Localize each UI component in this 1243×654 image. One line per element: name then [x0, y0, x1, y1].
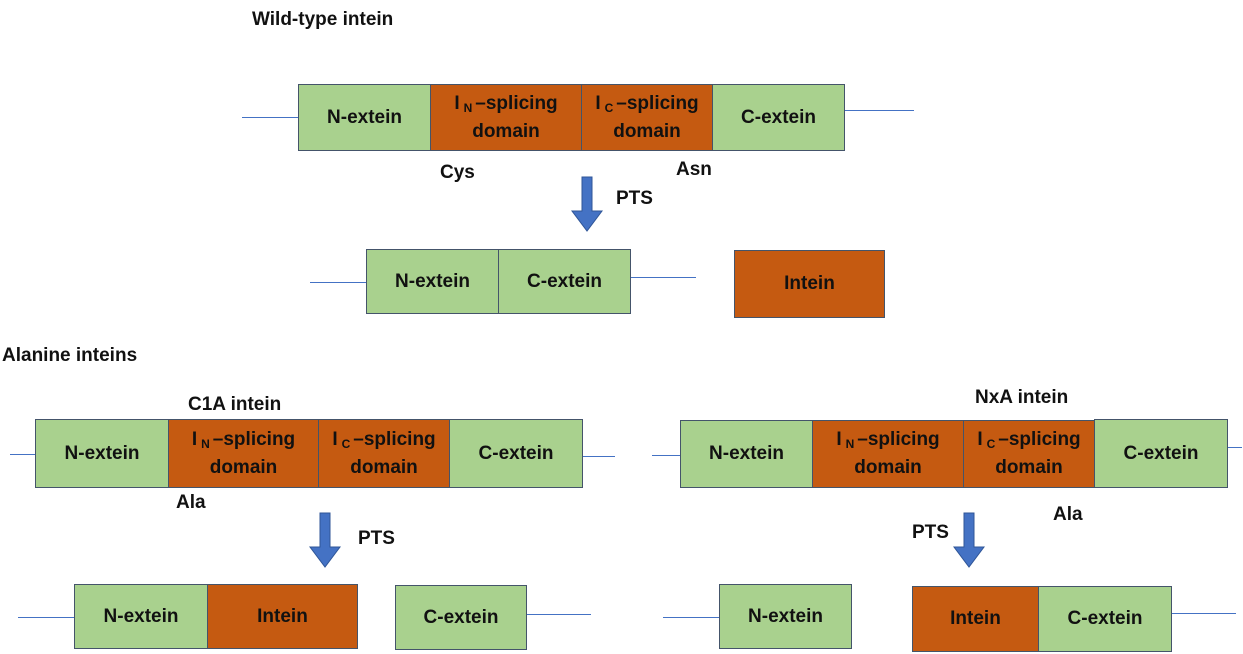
nxa-c-extein-label: C-extein: [1123, 442, 1199, 464]
wt-left-line: [242, 117, 299, 118]
c1a-in-domain: domain: [209, 456, 278, 478]
nxa-in-i: I: [836, 429, 842, 451]
wt-ic-domain: domain: [613, 120, 681, 142]
nxa-product-n-extein-label: N-extein: [748, 605, 823, 627]
nxa-ic-i: I: [977, 429, 983, 451]
wt-c-extein-label: C-extein: [741, 106, 816, 128]
c1a-in-splicing: –splicing: [212, 428, 296, 450]
c1a-product-intein-label: Intein: [257, 605, 308, 627]
nxa-product-intein: Intein: [912, 586, 1039, 652]
nxa-ic-sub: C: [986, 437, 996, 452]
wildtype-title: Wild-type intein: [252, 9, 394, 30]
nxa-title: NxA intein: [975, 387, 1069, 408]
wt-c-extein: C-extein: [712, 84, 845, 151]
c1a-ic-i: I: [332, 428, 338, 450]
wt-product-n-extein: N-extein: [366, 249, 499, 314]
nxa-product-left-line: [663, 617, 720, 618]
c1a-c-extein-label: C-extein: [478, 442, 554, 464]
alanine-title: Alanine inteins: [2, 345, 138, 366]
nxa-product-c-extein: C-extein: [1038, 586, 1172, 652]
c1a-product-n-extein: N-extein: [74, 584, 208, 649]
wt-in-splicing: –splicing: [475, 92, 558, 114]
wt-product-c-extein-label: C-extein: [527, 270, 602, 292]
nxa-pts-label: PTS: [912, 522, 949, 543]
nxa-ic-domain: domain: [995, 457, 1063, 478]
wt-right-line: [845, 110, 914, 111]
c1a-product-right-line: [527, 614, 591, 615]
wt-product-left-line: [310, 282, 367, 283]
wt-ic-splicing: –splicing: [616, 92, 699, 114]
wt-pts-label: PTS: [616, 188, 653, 209]
c1a-ala-label: Ala: [176, 492, 206, 513]
nxa-left-line: [652, 455, 681, 456]
wt-n-extein: N-extein: [298, 84, 431, 151]
c1a-n-extein-label: N-extein: [64, 442, 140, 464]
c1a-ic-splicing: –splicing: [353, 428, 436, 450]
c1a-in-sub: N: [201, 436, 210, 451]
nxa-product-n-extein: N-extein: [719, 584, 852, 649]
nxa-ala-label: Ala: [1053, 504, 1083, 525]
nxa-c-extein: C-extein: [1094, 419, 1228, 488]
wt-excised-intein: Intein: [734, 250, 885, 318]
c1a-ic-domain: domain: [350, 456, 418, 478]
nxa-n-extein-label: N-extein: [709, 443, 784, 465]
wt-product-c-extein: C-extein: [498, 249, 631, 314]
c1a-title: C1A intein: [188, 394, 282, 415]
wt-in-domain: domain: [472, 120, 540, 142]
nxa-in-domain: domain: [854, 457, 922, 478]
c1a-n-extein: N-extein: [35, 419, 169, 488]
wt-in-i: I: [454, 92, 460, 114]
nxa-in-sub: N: [845, 437, 855, 452]
c1a-c-extein: C-extein: [449, 419, 583, 488]
c1a-pts-label: PTS: [358, 528, 395, 549]
c1a-left-line: [10, 454, 36, 455]
wt-excised-intein-label: Intein: [784, 273, 835, 295]
wt-product-right-line: [631, 277, 696, 278]
wt-ic-sub: C: [604, 100, 614, 115]
asn-label: Asn: [676, 159, 712, 180]
c1a-product-intein: Intein: [207, 584, 358, 649]
nxa-n-extein: N-extein: [680, 420, 813, 488]
c1a-in-i: I: [191, 428, 198, 450]
c1a-product-n-extein-label: N-extein: [103, 605, 179, 627]
wt-product-n-extein-label: N-extein: [395, 270, 470, 292]
c1a-product-c-extein-label: C-extein: [423, 606, 499, 628]
nxa-in-splicing: –splicing: [857, 429, 940, 451]
nxa-pts-arrow-icon: [953, 512, 985, 568]
nxa-product-c-extein-label: C-extein: [1067, 608, 1143, 630]
c1a-product-c-extein: C-extein: [395, 585, 527, 650]
c1a-pts-arrow-icon: [309, 512, 341, 568]
c1a-right-line: [583, 456, 615, 457]
nxa-product-right-line: [1172, 613, 1236, 614]
wt-n-extein-label: N-extein: [327, 106, 402, 128]
c1a-product-left-line: [18, 617, 75, 618]
c1a-ic-sub: C: [341, 436, 351, 451]
nxa-ic-splicing: –splicing: [998, 429, 1081, 451]
nxa-product-intein-label: Intein: [950, 608, 1001, 630]
cys-label: Cys: [440, 162, 475, 183]
wt-in-sub: N: [463, 100, 473, 115]
wt-pts-arrow-icon: [571, 176, 603, 232]
wt-ic-i: I: [595, 92, 601, 114]
nxa-right-line: [1228, 447, 1242, 448]
